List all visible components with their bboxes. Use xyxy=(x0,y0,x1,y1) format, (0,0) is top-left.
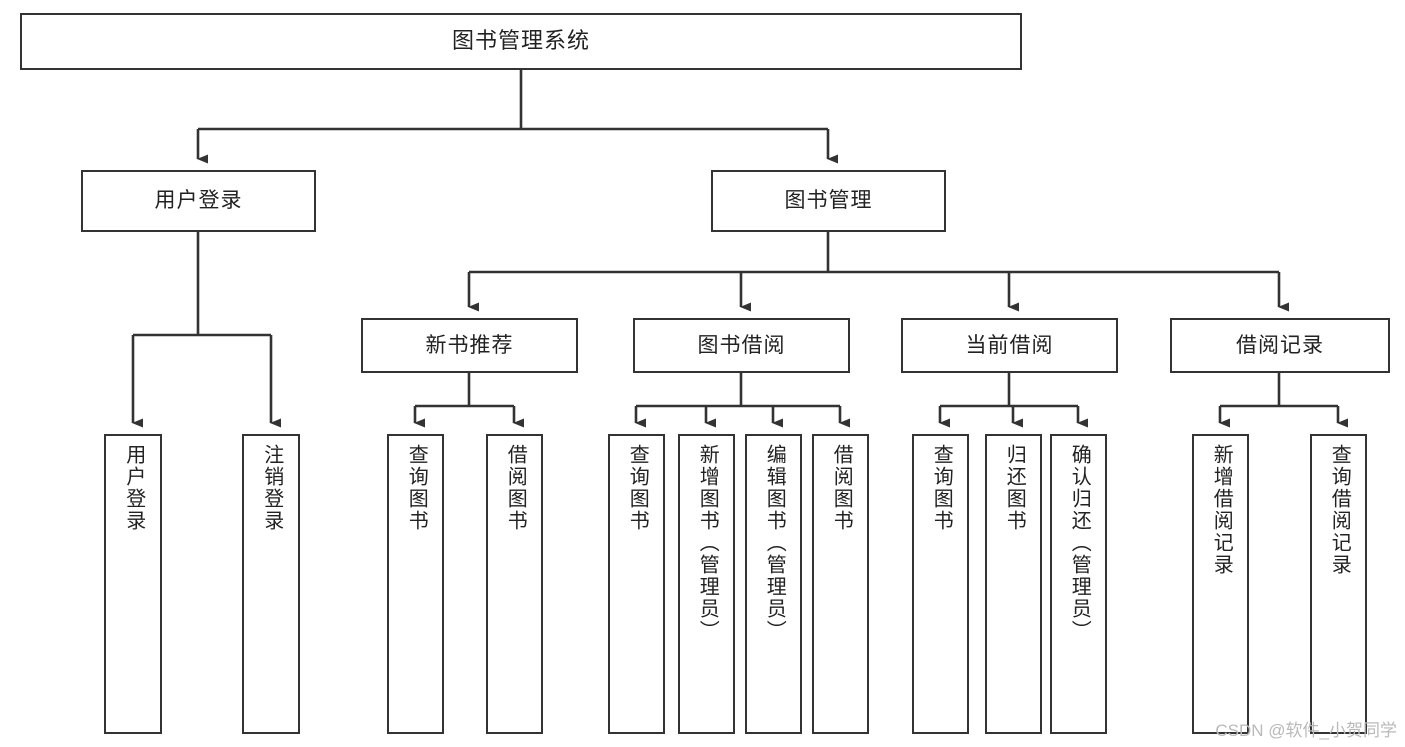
leaf-node-confirm-return[interactable]: 确认归还（管理员） xyxy=(1050,434,1107,734)
node-borrow-record[interactable]: 借阅记录 xyxy=(1170,318,1390,373)
leaf-node-query-record[interactable]: 查询借阅记录 xyxy=(1310,434,1367,734)
node-book-manage-label: 图书管理 xyxy=(784,189,873,213)
leaf-node-query-book-1[interactable]: 查询图书 xyxy=(387,434,444,734)
node-root-label: 图书管理系统 xyxy=(451,28,590,54)
node-book-borrow[interactable]: 图书借阅 xyxy=(633,318,850,373)
leaf-node-borrow-book-1[interactable]: 借阅图书 xyxy=(486,434,543,734)
node-current-borrow[interactable]: 当前借阅 xyxy=(901,318,1118,373)
node-borrow-record-label: 借阅记录 xyxy=(1236,333,1324,357)
node-current-borrow-label: 当前借阅 xyxy=(965,333,1054,357)
leaf-label: 查询图书 xyxy=(626,444,649,532)
node-new-book-rec[interactable]: 新书推荐 xyxy=(361,318,578,373)
leaf-node-edit-book[interactable]: 编辑图书（管理员） xyxy=(745,434,802,734)
csdn-watermark: CSDN @软件_小贺同学 xyxy=(1215,721,1397,740)
leaf-label: 查询图书 xyxy=(930,444,953,532)
leaf-node-borrow-book-2[interactable]: 借阅图书 xyxy=(812,434,869,734)
leaf-label: 新增图书（管理员） xyxy=(696,444,719,642)
leaf-label: 借阅图书 xyxy=(504,444,527,532)
node-root[interactable]: 图书管理系统 xyxy=(20,13,1022,70)
leaf-label: 注销登录 xyxy=(260,444,283,532)
node-new-book-rec-label: 新书推荐 xyxy=(425,333,514,357)
leaf-label: 编辑图书（管理员） xyxy=(763,444,786,642)
node-book-borrow-label: 图书借阅 xyxy=(697,333,786,357)
leaf-node-return-book[interactable]: 归还图书 xyxy=(985,434,1042,734)
leaf-node-add-book[interactable]: 新增图书（管理员） xyxy=(678,434,735,734)
leaf-node-query-book-2[interactable]: 查询图书 xyxy=(608,434,665,734)
leaf-node-logout[interactable]: 注销登录 xyxy=(242,434,300,734)
leaf-label: 归还图书 xyxy=(1003,444,1026,532)
node-user-login-label: 用户登录 xyxy=(154,189,243,213)
leaf-label: 新增借阅记录 xyxy=(1210,444,1233,576)
leaf-label: 借阅图书 xyxy=(830,444,853,532)
leaf-label: 查询图书 xyxy=(405,444,428,532)
leaf-label: 用户登录 xyxy=(122,444,145,532)
leaf-node-query-book-3[interactable]: 查询图书 xyxy=(912,434,969,734)
node-user-login[interactable]: 用户登录 xyxy=(81,170,316,232)
node-book-manage[interactable]: 图书管理 xyxy=(711,170,946,232)
leaf-label: 确认归还（管理员） xyxy=(1068,444,1091,642)
leaf-node-add-record[interactable]: 新增借阅记录 xyxy=(1192,434,1249,734)
leaf-label: 查询借阅记录 xyxy=(1328,444,1351,576)
leaf-node-user-login[interactable]: 用户登录 xyxy=(104,434,162,734)
